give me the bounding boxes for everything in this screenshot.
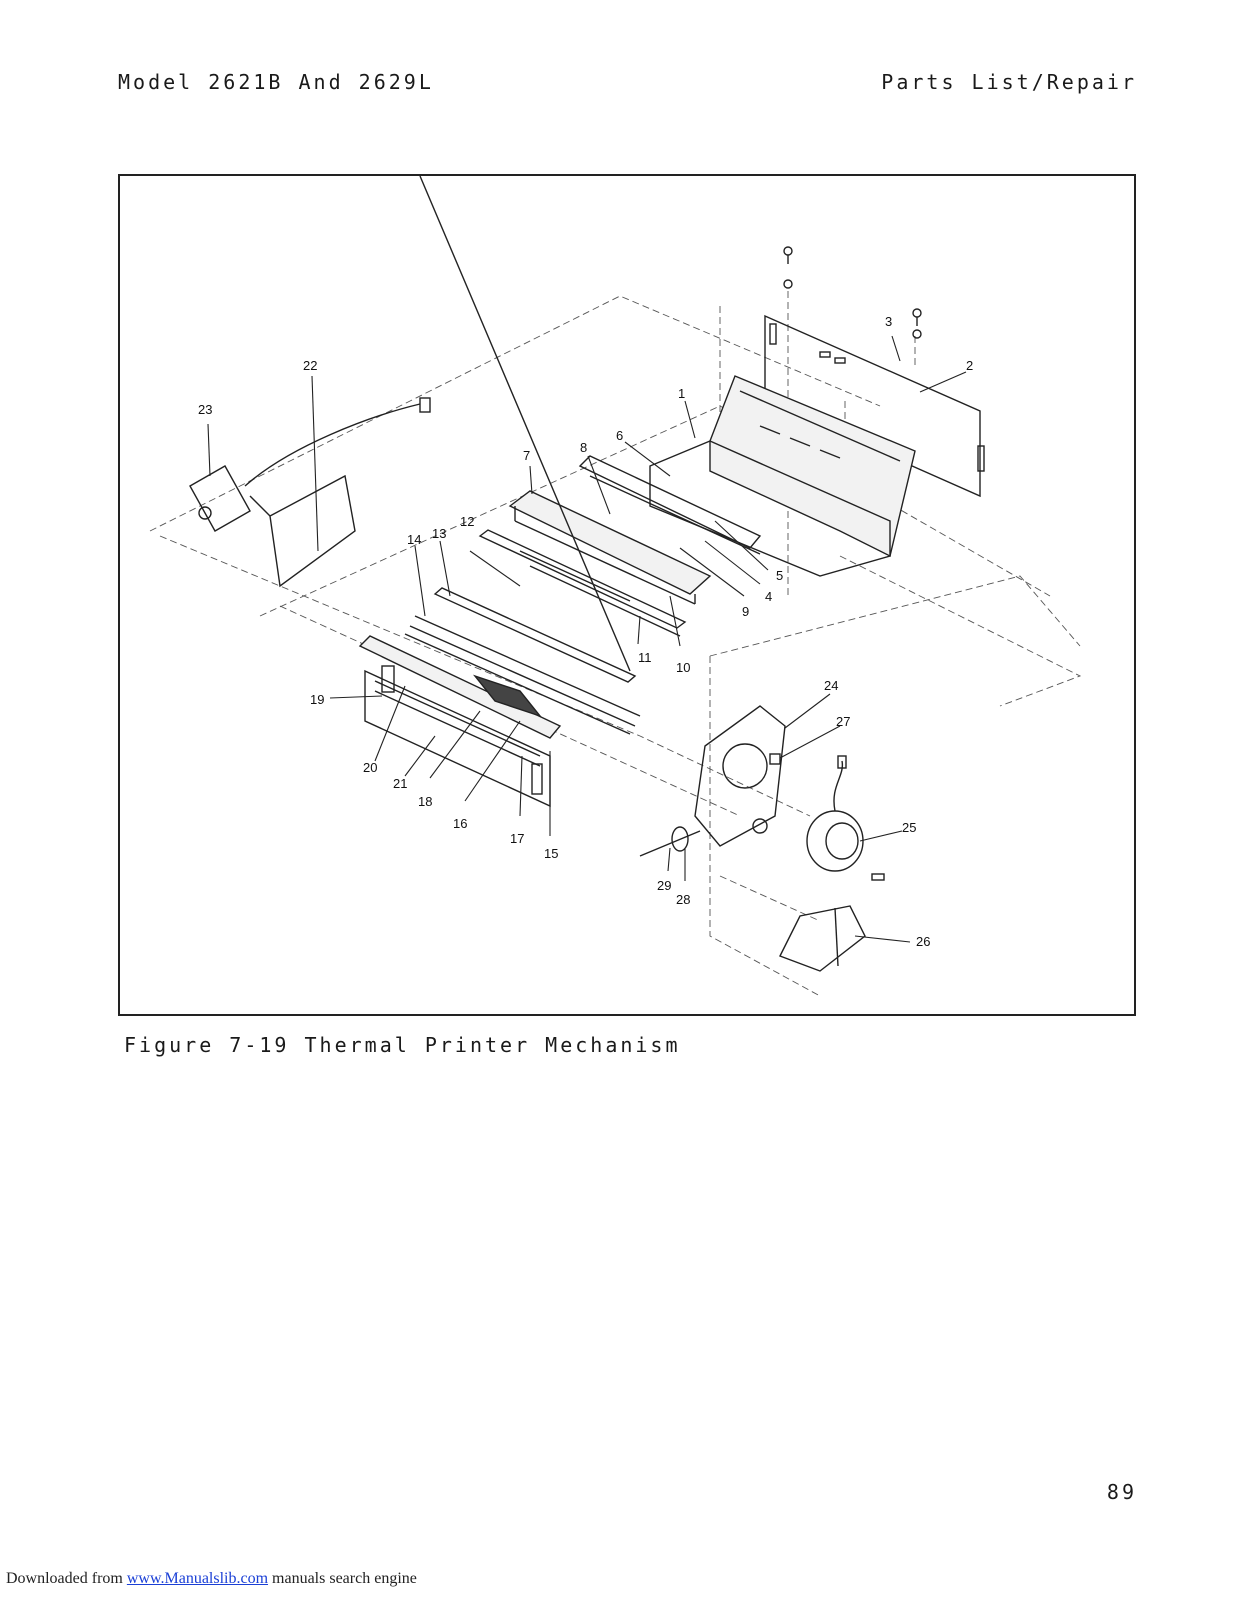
callout-25: 25 <box>902 820 916 835</box>
callout-1: 1 <box>678 386 685 401</box>
callout-20: 20 <box>363 760 377 775</box>
callout-5: 5 <box>776 568 783 583</box>
callout-19: 19 <box>310 692 324 707</box>
callout-7: 7 <box>523 448 530 463</box>
callout-21: 21 <box>393 776 407 791</box>
figure-frame: 1 2 3 4 5 6 7 8 9 10 11 12 13 14 15 16 1… <box>118 174 1136 1016</box>
callout-24: 24 <box>824 678 838 693</box>
cover-bracket-part-26 <box>779 905 866 972</box>
callout-17: 17 <box>510 831 524 846</box>
drive-motor-part-25 <box>806 755 885 881</box>
figure-caption: Figure 7-19 Thermal Printer Mechanism <box>124 1033 681 1057</box>
callout-8: 8 <box>580 440 587 455</box>
printer-frame-part-1 <box>649 375 916 577</box>
callout-3: 3 <box>885 314 892 329</box>
callout-14: 14 <box>407 532 421 547</box>
paper-guide-part-7 <box>508 490 712 605</box>
callout-9: 9 <box>742 604 749 619</box>
header-section: Parts List/Repair <box>881 70 1137 94</box>
printhead-assembly-parts-15-21 <box>358 635 562 808</box>
callout-16: 16 <box>453 816 467 831</box>
stepper-motor-parts-22-23 <box>189 397 431 588</box>
callout-28: 28 <box>676 892 690 907</box>
exploded-view-diagram: 1 2 3 4 5 6 7 8 9 10 11 12 13 14 15 16 1… <box>149 176 1082 997</box>
callout-13: 13 <box>432 526 446 541</box>
callout-23: 23 <box>198 402 212 417</box>
footer-suffix: manuals search engine <box>268 1570 417 1587</box>
callout-26: 26 <box>916 934 930 949</box>
callout-11: 11 <box>638 650 652 665</box>
callout-15: 15 <box>544 846 558 861</box>
drive-bracket-parts-24-27 <box>694 705 786 847</box>
footer-prefix: Downloaded from <box>6 1570 127 1587</box>
gear-and-shaft-parts-28-29 <box>639 818 768 857</box>
callout-22: 22 <box>303 358 317 373</box>
guide-strips-parts-4-5-6 <box>578 455 762 555</box>
rods-parts-11-14 <box>404 176 641 735</box>
page-number: 89 <box>1106 1480 1137 1504</box>
assembly-guide-lines <box>149 291 1082 997</box>
callout-2: 2 <box>966 358 973 373</box>
circuit-board-part-2 <box>764 314 985 498</box>
header-model: Model 2621B And 2629L <box>118 70 434 94</box>
callout-leader-lines <box>207 335 967 943</box>
callout-12: 12 <box>460 514 474 529</box>
callout-6: 6 <box>616 428 623 443</box>
manualslib-link[interactable]: www.Manualslib.com <box>126 1570 269 1587</box>
screw-icons <box>783 246 922 339</box>
callout-18: 18 <box>418 794 432 809</box>
callout-4: 4 <box>765 589 772 604</box>
rollers-parts-9-10 <box>478 529 687 637</box>
callout-29: 29 <box>657 878 671 893</box>
callout-labels: 1 2 3 4 5 6 7 8 9 10 11 12 13 14 15 16 1… <box>198 314 973 949</box>
callout-27: 27 <box>836 714 850 729</box>
callout-10: 10 <box>676 660 690 675</box>
download-footer: Downloaded from www.Manualslib.com manua… <box>6 1570 417 1588</box>
